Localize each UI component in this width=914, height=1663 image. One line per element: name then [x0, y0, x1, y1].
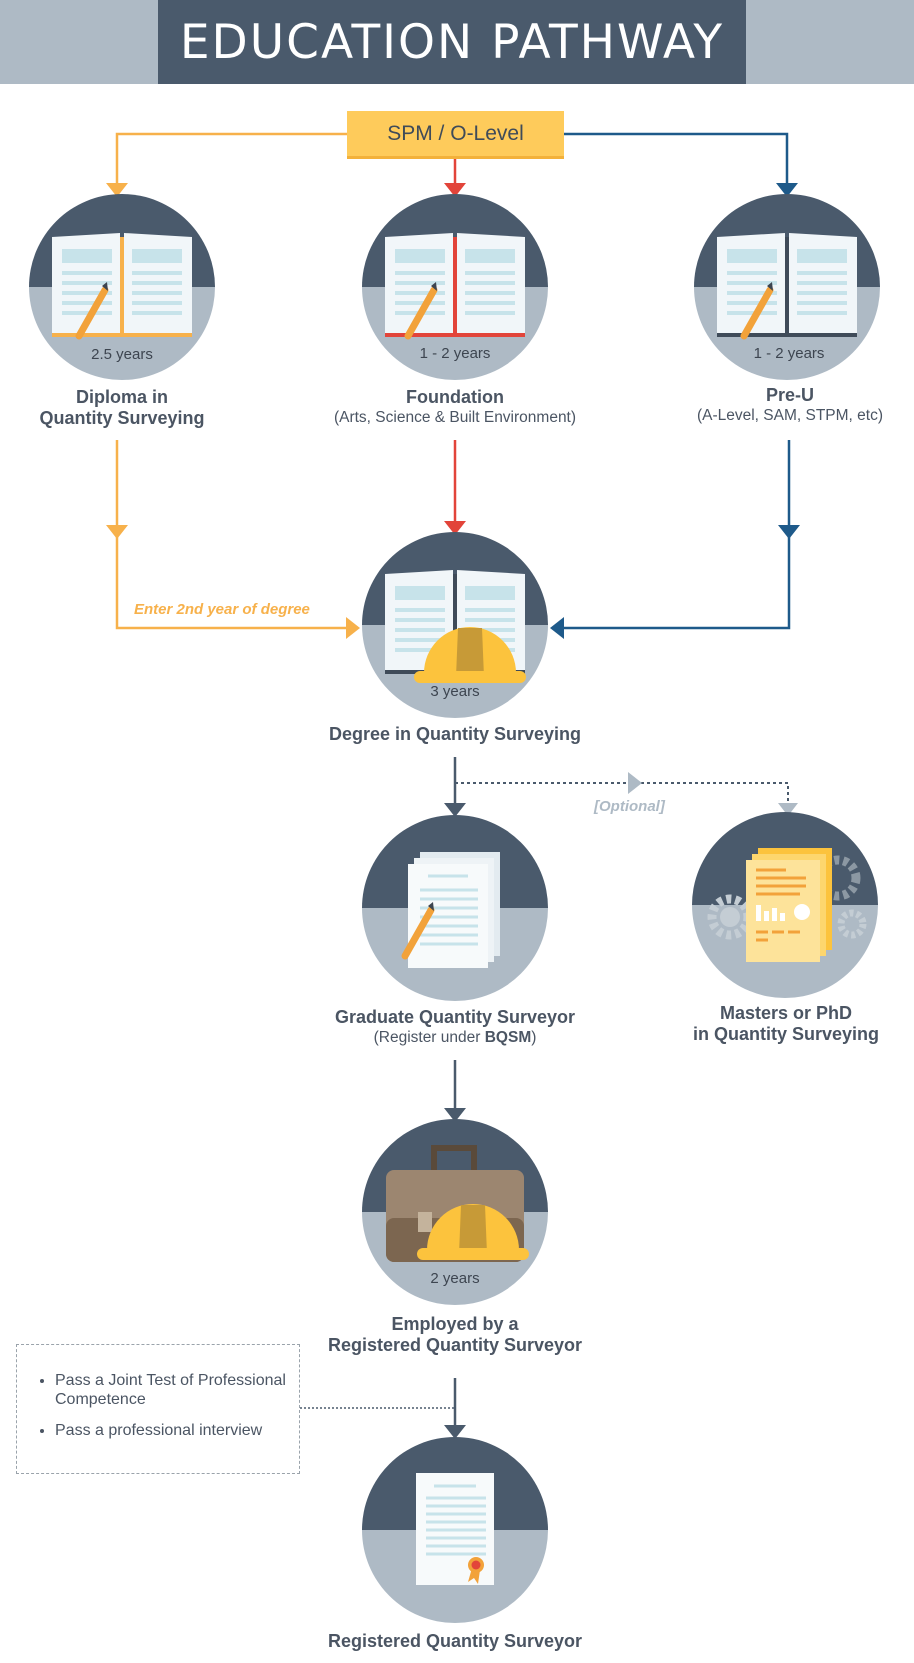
employed-duration: 2 years	[430, 1270, 480, 1287]
preu-duration: 1 - 2 years	[753, 345, 825, 362]
edge-start-to-preu	[564, 132, 798, 197]
node-graduate-circle	[362, 815, 548, 1001]
edge-foundation-to-degree	[444, 440, 466, 535]
node-preu-circle	[694, 194, 880, 380]
employed-label: Employed by a Registered Quantity Survey…	[327, 1314, 583, 1355]
certificate-icon	[416, 1473, 494, 1585]
edge-preu-to-degree	[550, 440, 800, 639]
masters-label: Masters or PhD in Quantity Surveying	[692, 1003, 880, 1044]
foundation-duration: 1 - 2 years	[419, 345, 491, 362]
requirement-item: Pass a Joint Test of Professional Compet…	[55, 1371, 299, 1409]
foundation-label: Foundation (Arts, Science & Built Enviro…	[333, 387, 577, 426]
page-title: EDUCATION PATHWAY	[158, 0, 746, 84]
degree-duration: 3 years	[430, 683, 480, 700]
page-title-text: EDUCATION PATHWAY	[179, 14, 725, 70]
start-node-label: SPM / O-Level	[387, 121, 524, 145]
diploma-duration: 2.5 years	[91, 346, 153, 363]
edge-graduate-to-employed	[444, 1060, 466, 1122]
requirement-item: Pass a professional interview	[55, 1421, 299, 1440]
edge-employed-to-registered	[300, 1378, 466, 1439]
edge-degree-to-masters	[455, 772, 798, 816]
requirements-list: Pass a Joint Test of Professional Compet…	[17, 1371, 299, 1440]
registered-label: Registered Quantity Surveyor	[327, 1631, 583, 1651]
edge-start-to-diploma	[106, 132, 347, 197]
node-registered-circle	[362, 1437, 548, 1623]
edge-degree-to-graduate	[444, 757, 466, 817]
graduate-label: Graduate Quantity Surveyor (Register und…	[334, 1007, 576, 1046]
document-stack-icon	[408, 852, 500, 968]
preu-label: Pre-U (A-Level, SAM, STPM, etc)	[696, 385, 884, 424]
start-node-spm: SPM / O-Level	[347, 111, 564, 159]
edge-diploma-to-degree	[106, 440, 360, 639]
diploma-label: Diploma in Quantity Surveying	[39, 387, 205, 428]
degree-label: Degree in Quantity Surveying	[328, 724, 582, 744]
optional-label: [Optional]	[594, 798, 665, 815]
edge-start-to-foundation	[444, 159, 466, 197]
enter-2nd-year-label: Enter 2nd year of degree	[134, 601, 310, 618]
report-icon	[746, 848, 832, 962]
requirements-box: Pass a Joint Test of Professional Compet…	[16, 1344, 300, 1474]
node-masters-circle	[692, 812, 878, 998]
